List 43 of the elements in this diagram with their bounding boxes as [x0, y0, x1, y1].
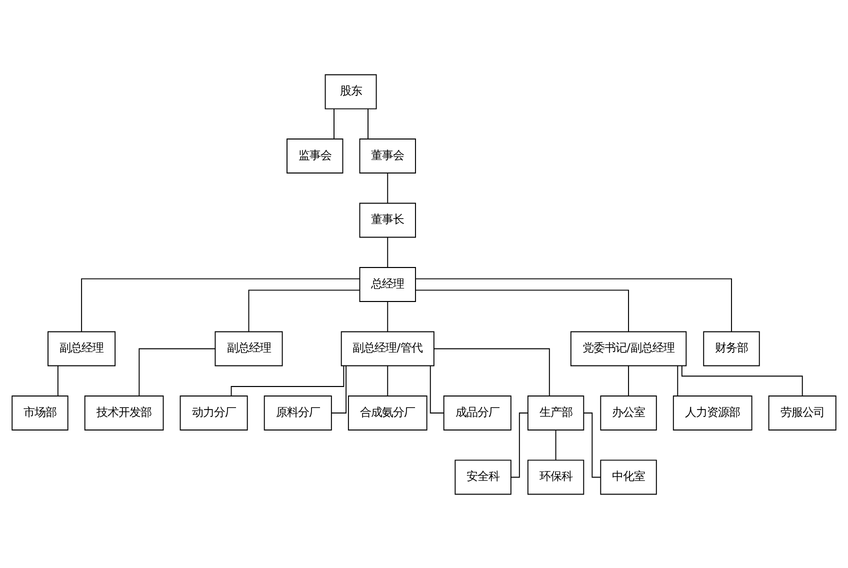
connector [677, 364, 678, 396]
connector [681, 364, 803, 396]
node-box: 党委书记/副总经理 [570, 330, 687, 366]
connector [331, 364, 347, 413]
connector [387, 172, 388, 203]
connector [434, 348, 550, 396]
node-box: 劳服公司 [768, 395, 836, 430]
node-box: 安全科 [454, 459, 512, 494]
connector [430, 364, 444, 413]
connector [81, 278, 360, 332]
node-box: 副总经理/管代 [340, 330, 434, 366]
connector [387, 364, 388, 396]
node-box: 市场部 [12, 395, 68, 430]
node-box: 副总经理 [48, 330, 116, 366]
node-box: 总经理 [359, 266, 416, 302]
connector [510, 412, 528, 478]
connector [387, 236, 388, 268]
node-box: 中化室 [600, 459, 657, 494]
node-box: 成品分厂 [443, 395, 512, 430]
connector [138, 348, 216, 396]
connector [583, 412, 602, 478]
node-box: 副总经理 [214, 330, 283, 366]
node-box: 股东 [324, 74, 377, 109]
connector [415, 289, 629, 332]
node-box: 董事会 [359, 138, 416, 173]
node-box: 技术开发部 [84, 395, 164, 430]
node-box: 财务部 [703, 330, 760, 366]
node-box: 人力资源部 [672, 395, 752, 430]
node-box: 动力分厂 [180, 395, 248, 430]
node-box: 环保科 [527, 459, 584, 494]
connector [57, 364, 58, 396]
node-box: 办公室 [600, 395, 657, 430]
node-box: 监事会 [286, 138, 344, 173]
connector [248, 289, 360, 332]
connector [387, 300, 388, 332]
connector [628, 364, 629, 396]
node-box: 生产部 [527, 395, 584, 430]
node-box: 合成氨分厂 [348, 395, 428, 430]
node-box: 原料分厂 [264, 395, 332, 430]
connector [555, 429, 556, 460]
connector [230, 364, 344, 396]
node-box: 董事长 [359, 202, 416, 238]
connector [415, 278, 732, 332]
